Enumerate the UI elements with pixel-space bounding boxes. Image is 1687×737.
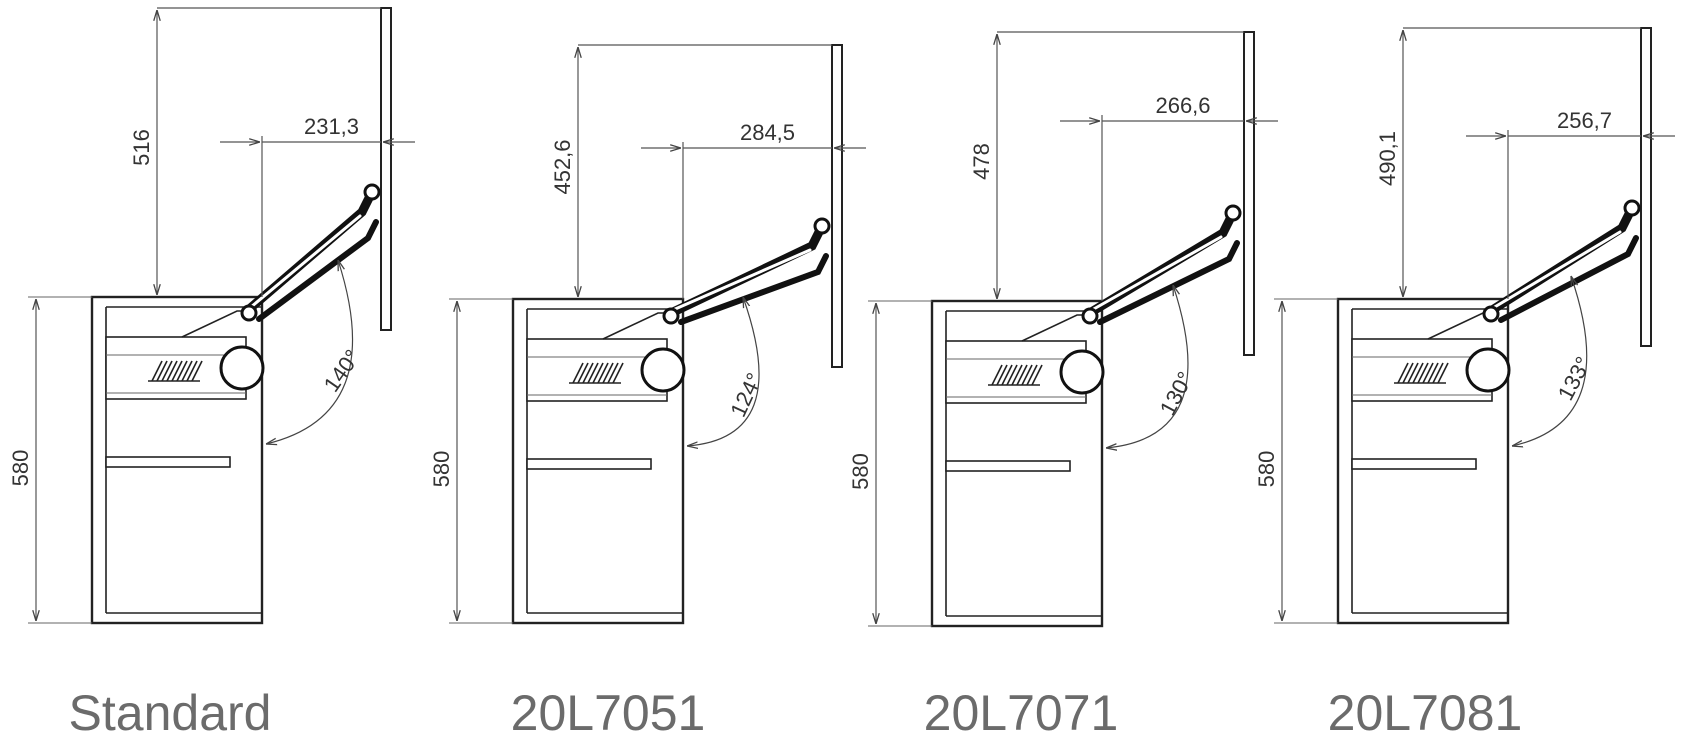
cabinet-height-label: 580 (1254, 451, 1279, 488)
cabinet-shelf (105, 456, 231, 468)
hatch-mark (1031, 364, 1043, 386)
figure-caption: Standard (69, 685, 272, 737)
hatch-mark (607, 362, 619, 384)
angle-arc (687, 297, 760, 446)
cabinet-height-label: 580 (429, 451, 454, 488)
hatch-mark (1412, 362, 1424, 384)
hatch-mark (166, 360, 178, 382)
hatch-mark (156, 360, 168, 382)
height-above-label: 490,1 (1375, 131, 1400, 186)
hatch-mark (587, 362, 599, 384)
door-panel (831, 44, 843, 368)
angle-arc (266, 260, 354, 444)
hatch-mark (1427, 362, 1439, 384)
height-above-label: 516 (129, 129, 154, 166)
arm-joint (1081, 307, 1099, 325)
figure-2: 124° 452,6 284,5 580 20L7051 (429, 44, 866, 737)
pivot-wheel (1059, 349, 1105, 395)
lift-arm-lower (1498, 235, 1639, 323)
hatch-mark (191, 360, 203, 382)
hatch-mark (1437, 362, 1449, 384)
lift-arm-inner (249, 214, 362, 309)
door-panel (1640, 27, 1652, 347)
figure-4: 133° 490,1 256,7 580 20L7081 (1254, 27, 1675, 737)
pivot-wheel (1465, 347, 1511, 393)
hatch-mark (1001, 364, 1013, 386)
cabinet-height-label: 580 (8, 450, 33, 487)
mechanism-housing (1351, 338, 1493, 402)
height-above-label: 452,6 (550, 139, 575, 194)
hatch-mark (572, 362, 584, 384)
arm-joint (1482, 305, 1500, 323)
hatch-mark (1011, 364, 1023, 386)
hatch-mark (181, 360, 193, 382)
figure-caption: 20L7071 (924, 685, 1119, 737)
hatch-mark (171, 360, 183, 382)
arm-joint (662, 307, 680, 325)
cabinet-shelf (1351, 458, 1477, 470)
hatch-mark (577, 362, 589, 384)
arm-joint (363, 183, 381, 201)
angle-label: 133° (1553, 353, 1596, 405)
hatch-mark (1402, 362, 1414, 384)
hatch-mark (1417, 362, 1429, 384)
pivot-wheel (640, 347, 686, 393)
arm-joint (1224, 204, 1242, 222)
angle-arc (1106, 285, 1189, 448)
hatch-mark (1006, 364, 1018, 386)
figure-caption: 20L7081 (1328, 685, 1523, 737)
lift-arm-lower (256, 219, 379, 322)
hatch-mark (1016, 364, 1028, 386)
angle-label: 140° (319, 345, 366, 397)
depth-label: 231,3 (304, 114, 359, 139)
hatch-mark (161, 360, 173, 382)
figure-caption: 20L7051 (511, 685, 706, 737)
hatch-mark (1026, 364, 1038, 386)
hatch-mark (1422, 362, 1434, 384)
depth-label: 284,5 (740, 120, 795, 145)
cabinet-shelf (526, 458, 652, 470)
hatch-mark (1432, 362, 1444, 384)
hatch-mark (597, 362, 609, 384)
depth-label: 266,6 (1155, 93, 1210, 118)
hatch-mark (991, 364, 1003, 386)
cabinet-height-label: 580 (848, 453, 873, 490)
angle-label: 124° (725, 369, 767, 421)
hatch-mark (612, 362, 624, 384)
height-above-label: 478 (969, 143, 994, 180)
door-panel (380, 7, 392, 331)
depth-label: 256,7 (1557, 108, 1612, 133)
pivot-wheel (219, 345, 265, 391)
hatch-mark (151, 360, 163, 382)
figure-3: 130° 478 266,6 580 20L7071 (848, 31, 1278, 737)
hatch-mark (1397, 362, 1409, 384)
angle-arc (1512, 276, 1588, 446)
door-panel (1243, 31, 1255, 356)
arm-joint (240, 304, 258, 322)
hatch-mark (996, 364, 1008, 386)
arm-joint (1623, 199, 1641, 217)
cabinet-shelf (945, 460, 1071, 472)
hatch-mark (1021, 364, 1033, 386)
hatch-mark (582, 362, 594, 384)
hatch-mark (176, 360, 188, 382)
hatch-mark (186, 360, 198, 382)
hatch-mark (1407, 362, 1419, 384)
hatch-mark (592, 362, 604, 384)
angle-label: 130° (1155, 368, 1198, 420)
lift-arm-lower (678, 253, 829, 325)
lift-arm-lower (1097, 240, 1240, 325)
arm-joint (813, 217, 831, 235)
hatch-mark (602, 362, 614, 384)
